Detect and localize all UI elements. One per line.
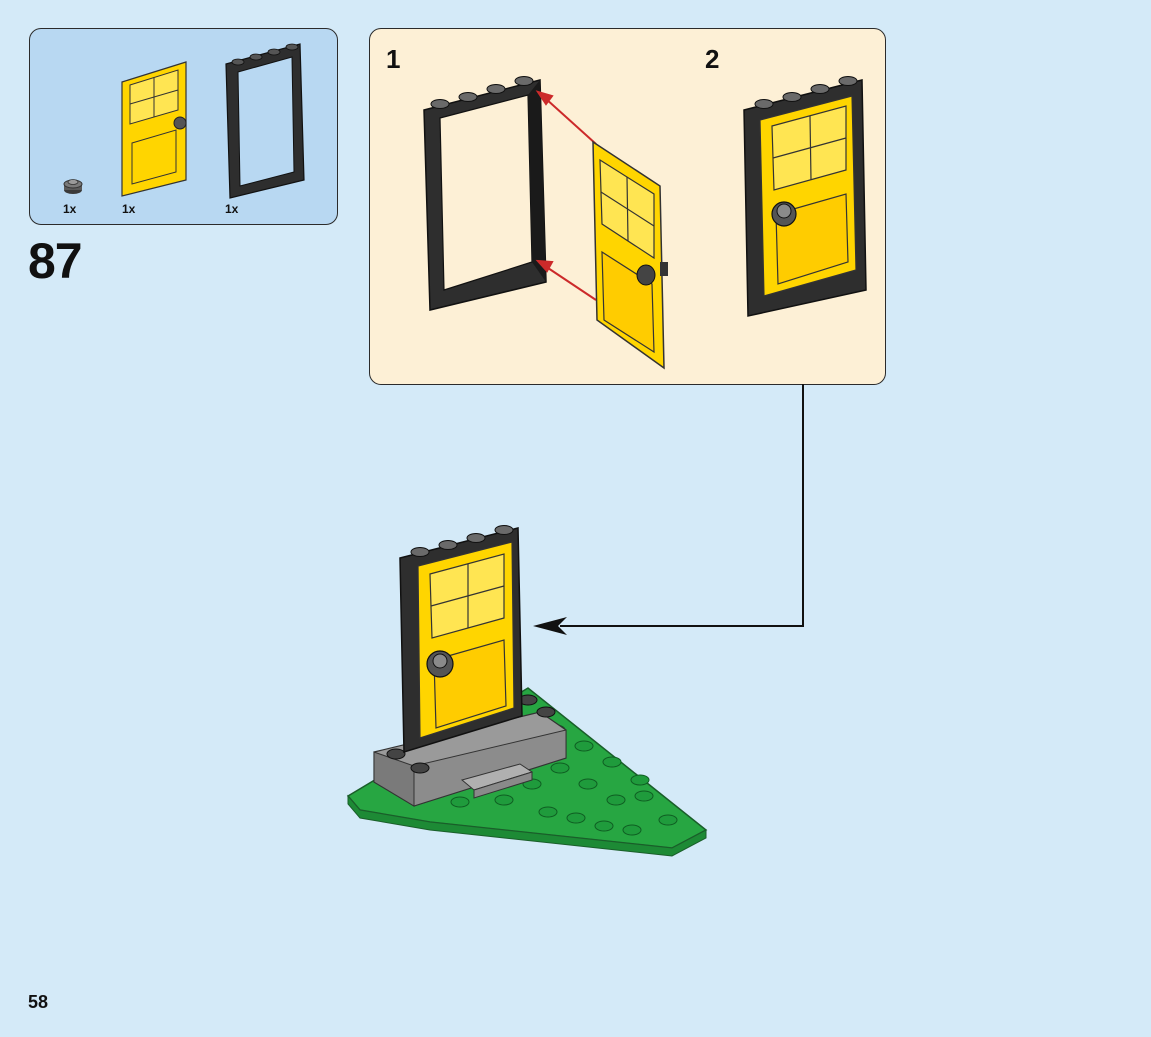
assembled-door-model: [743, 76, 867, 317]
callout-connector: [533, 384, 804, 635]
page-number: 58: [28, 992, 49, 1012]
round-plate-part: [63, 179, 83, 194]
door-qty: 1x: [122, 202, 136, 216]
assembly-arrows: [535, 90, 597, 301]
door-frame-qty: 1x: [225, 202, 239, 216]
step-number: 87: [28, 233, 83, 289]
substep-label-2: 2: [705, 44, 720, 74]
main-model: [346, 525, 708, 857]
round-plate-qty: 1x: [63, 202, 77, 216]
door-part: [121, 61, 187, 197]
door-frame-model: [423, 76, 547, 311]
substep-label-1: 1: [386, 44, 401, 74]
door-model-open: [592, 140, 668, 370]
door-frame-part: [225, 43, 305, 199]
